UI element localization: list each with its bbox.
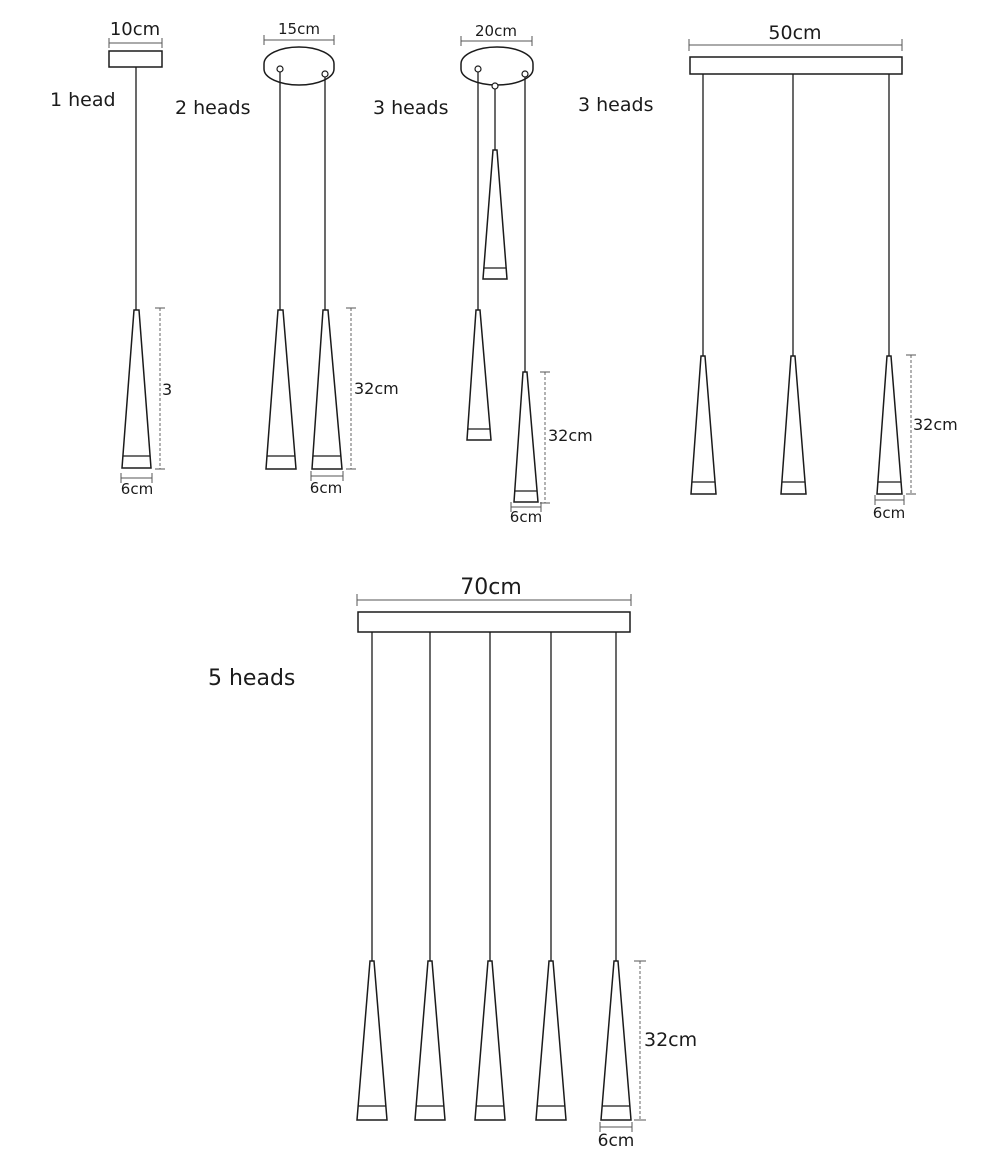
canopy-width-dimension: 50cm: [688, 22, 903, 51]
shade-width-dimension: 6cm: [598, 1122, 635, 1151]
cone-shade: [311, 309, 343, 470]
variant-two-heads: 2 heads 15cm 32cm: [175, 20, 399, 497]
canopy-width-label: 15cm: [278, 20, 320, 38]
shade-height-dimension: 32cm: [540, 371, 593, 504]
shade-width-label: 6cm: [310, 479, 342, 497]
shade-width-label: 6cm: [873, 504, 905, 522]
canopy-width-dimension: 70cm: [356, 575, 632, 606]
cone-shade: [780, 355, 807, 495]
canopy: [108, 50, 163, 68]
shade-height-label: 3: [162, 380, 172, 399]
cone-shade: [474, 960, 506, 1121]
canopy-width-dimension: 10cm: [108, 19, 163, 48]
cone-shade: [535, 960, 567, 1121]
canopy-width-label: 50cm: [768, 22, 821, 44]
shade-width-label: 6cm: [121, 480, 153, 498]
cone-shade: [513, 371, 539, 503]
cone-shade: [690, 355, 717, 495]
variant-three-heads-round: 3 heads 20cm: [373, 22, 593, 526]
bar-canopy: [357, 611, 631, 633]
shade-height-dimension: 32cm: [906, 354, 958, 495]
shade-height-label: 32cm: [354, 379, 399, 398]
shade-height-label: 32cm: [548, 426, 593, 445]
canopy-width-dimension: 15cm: [263, 20, 335, 45]
cone-shade: [466, 309, 492, 441]
shade-height-dimension: 3: [155, 307, 172, 470]
shade-width-dimension: 6cm: [310, 471, 344, 497]
cone-shade: [414, 960, 446, 1121]
shade-width-label: 6cm: [510, 508, 542, 526]
bar-canopy: [689, 56, 903, 75]
shade-width-dimension: 6cm: [873, 495, 905, 522]
cone-shade: [121, 309, 152, 469]
cone-shade: [482, 149, 508, 280]
variant-label: 2 heads: [175, 97, 250, 119]
variant-label: 5 heads: [208, 666, 295, 691]
canopy-width-dimension: 20cm: [460, 22, 533, 46]
shade-width-dimension: 6cm: [510, 502, 542, 526]
variant-five-heads: 5 heads 70cm: [208, 575, 697, 1151]
canopy-width-label: 70cm: [460, 575, 522, 600]
shade-width-label: 6cm: [598, 1131, 635, 1151]
variant-label: 3 heads: [373, 97, 448, 119]
variant-three-heads-bar: 3 heads 50cm 32cm: [578, 22, 958, 522]
cone-shade: [600, 960, 632, 1121]
cone-shade: [876, 355, 903, 495]
cone-shade: [265, 309, 297, 470]
shade-height-dimension: 32cm: [346, 307, 399, 470]
cone-shade: [356, 960, 388, 1121]
round-canopy: [263, 46, 335, 86]
shade-height-label: 32cm: [913, 415, 958, 434]
round-canopy: [460, 46, 534, 90]
shade-width-dimension: 6cm: [120, 473, 153, 498]
shade-height-label: 32cm: [644, 1029, 697, 1051]
variant-one-head: 1 head 10cm 3 6cm: [50, 19, 172, 498]
shade-height-dimension: 32cm: [634, 960, 697, 1121]
canopy-width-label: 20cm: [475, 22, 517, 40]
variant-label: 1 head: [50, 89, 116, 111]
variant-label: 3 heads: [578, 94, 653, 116]
canopy-width-label: 10cm: [110, 19, 160, 40]
